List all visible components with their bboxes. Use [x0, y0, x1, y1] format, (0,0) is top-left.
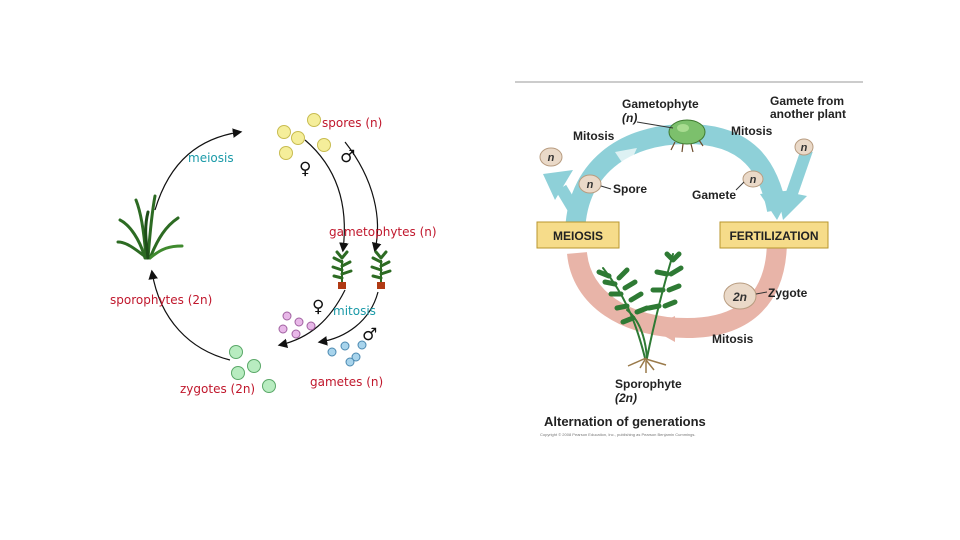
- textbook-life-cycle-svg: n n n n 2n MEIOSIS FERTILIZATION Ga: [515, 81, 863, 437]
- spore-direction-arrowhead: [615, 148, 637, 170]
- meiosis-arrowhead: [543, 170, 573, 200]
- label-another-plant: another plant: [770, 107, 846, 121]
- zygote-leader-line: [755, 291, 768, 295]
- label-zygote: Zygote: [768, 286, 808, 300]
- label-gametophyte: Gametophyte: [622, 97, 699, 111]
- female-symbol-gamete: ♀: [312, 297, 324, 317]
- label-meiosis: meiosis: [188, 151, 234, 165]
- sporophyte-fern-icon: [596, 251, 684, 359]
- sporophyte-roots: [627, 357, 667, 373]
- gametophyte-male-plant-icon: [370, 250, 392, 289]
- gamete-from-other-arrow-stem: [785, 148, 813, 198]
- label-spores: spores (n): [322, 116, 382, 130]
- label-gamete-from: Gamete from: [770, 94, 844, 108]
- label-sporophyte: Sporophyte: [615, 377, 682, 391]
- label-sporophyte-ploidy: (2n): [615, 391, 637, 405]
- gametophyte-female-plant-icon: [331, 250, 353, 289]
- svg-text:2n: 2n: [732, 290, 747, 304]
- simple-life-cycle-svg: spores (n) meiosis ♀ ♂ gametophytes (n) …: [110, 113, 437, 396]
- female-gamete-cluster: [278, 311, 316, 339]
- label-gametophytes: gametophytes (n): [329, 225, 437, 239]
- male-gamete-cluster: [327, 340, 367, 367]
- zygote-cluster: [229, 345, 276, 393]
- label-gamete: Gamete: [692, 188, 736, 202]
- spore-leader-line: [600, 185, 612, 190]
- label-mitosis-bottom: Mitosis: [712, 332, 754, 346]
- simple-life-cycle-diagram: spores (n) meiosis ♀ ♂ gametophytes (n) …: [100, 100, 450, 410]
- gamete-leader-line: [735, 181, 745, 191]
- copyright-line: Copyright © 2008 Pearson Education, Inc.…: [540, 432, 695, 437]
- label-mitosis-left: Mitosis: [573, 129, 615, 143]
- fertilization-box: FERTILIZATION: [719, 221, 829, 249]
- meiosis-box: MEIOSIS: [536, 221, 620, 249]
- gamete-from-other-arrowhead: [777, 190, 807, 220]
- label-gametes: gametes (n): [310, 375, 383, 389]
- svg-text:FERTILIZATION: FERTILIZATION: [729, 229, 818, 243]
- female-symbol-spore: ♀: [299, 159, 311, 179]
- caption-title: Alternation of generations: [544, 414, 706, 429]
- svg-text:n: n: [750, 174, 757, 186]
- arrow-sporophyte-to-spores: [154, 128, 243, 211]
- label-mitosis-right: Mitosis: [731, 124, 773, 138]
- cell-n-spore: n: [578, 174, 602, 194]
- meiosis-arrow-stem: [555, 184, 585, 222]
- cycle-arc-pink: [567, 239, 787, 339]
- arrowhead-mitosis-bottom: [650, 316, 675, 342]
- arrow-female-spore-to-gametophyte: [304, 139, 349, 253]
- label-spore: Spore: [613, 182, 647, 196]
- svg-text:n: n: [548, 152, 555, 164]
- label-gametophyte-ploidy: (n): [622, 111, 637, 125]
- svg-text:n: n: [801, 142, 808, 154]
- arrow-zygotes-to-sporophyte: [148, 269, 231, 361]
- spore-cluster: [277, 113, 331, 160]
- arrow-gametes-to-zygotes: [277, 289, 346, 349]
- cell-n-other-plant: n: [794, 138, 814, 156]
- label-sporophytes: sporophytes (2n): [110, 293, 212, 307]
- cell-2n-zygote: 2n: [723, 282, 757, 310]
- label-zygotes: zygotes (2n): [180, 382, 255, 396]
- sporophyte-plant-icon: [116, 194, 184, 260]
- gametophyte-leader-line: [636, 121, 674, 129]
- cell-n-gamete: n: [742, 170, 764, 188]
- label-mitosis: mitosis: [333, 304, 376, 318]
- cell-n-meiosis: n: [539, 147, 563, 167]
- svg-text:n: n: [587, 179, 594, 191]
- arrow-male-spore-to-gametophyte: [344, 141, 382, 253]
- textbook-life-cycle-diagram: n n n n 2n MEIOSIS FERTILIZATION Ga: [515, 78, 865, 440]
- male-symbol-gamete: ♂: [362, 325, 377, 345]
- male-symbol-spore: ♂: [340, 147, 355, 167]
- svg-text:MEIOSIS: MEIOSIS: [553, 229, 603, 243]
- arrow-gametophyte-to-gametes: [317, 291, 379, 346]
- gametophyte-plant-icon: [668, 119, 706, 153]
